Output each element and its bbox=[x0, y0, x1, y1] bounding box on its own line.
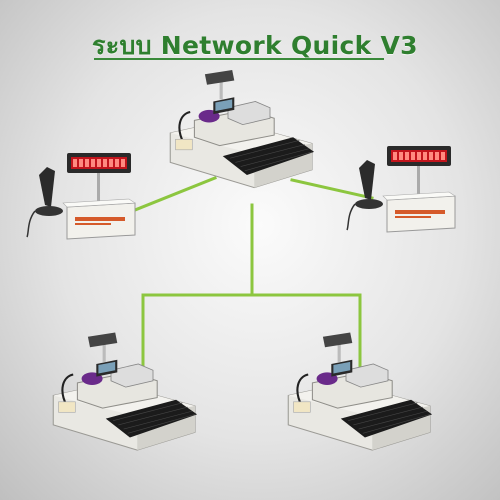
pos-terminal-icon bbox=[287, 331, 433, 452]
link-main-to-left bbox=[133, 176, 217, 212]
pos-terminal-icon bbox=[169, 70, 315, 189]
pos-terminal-icon bbox=[52, 331, 198, 452]
link-main-to-right bbox=[290, 178, 374, 200]
pole-display-terminal-icon bbox=[26, 152, 136, 240]
pole-display-terminal-icon bbox=[346, 145, 456, 233]
title-underline bbox=[94, 58, 384, 60]
diagram-title: ระบบ Network Quick V3 bbox=[92, 31, 418, 60]
